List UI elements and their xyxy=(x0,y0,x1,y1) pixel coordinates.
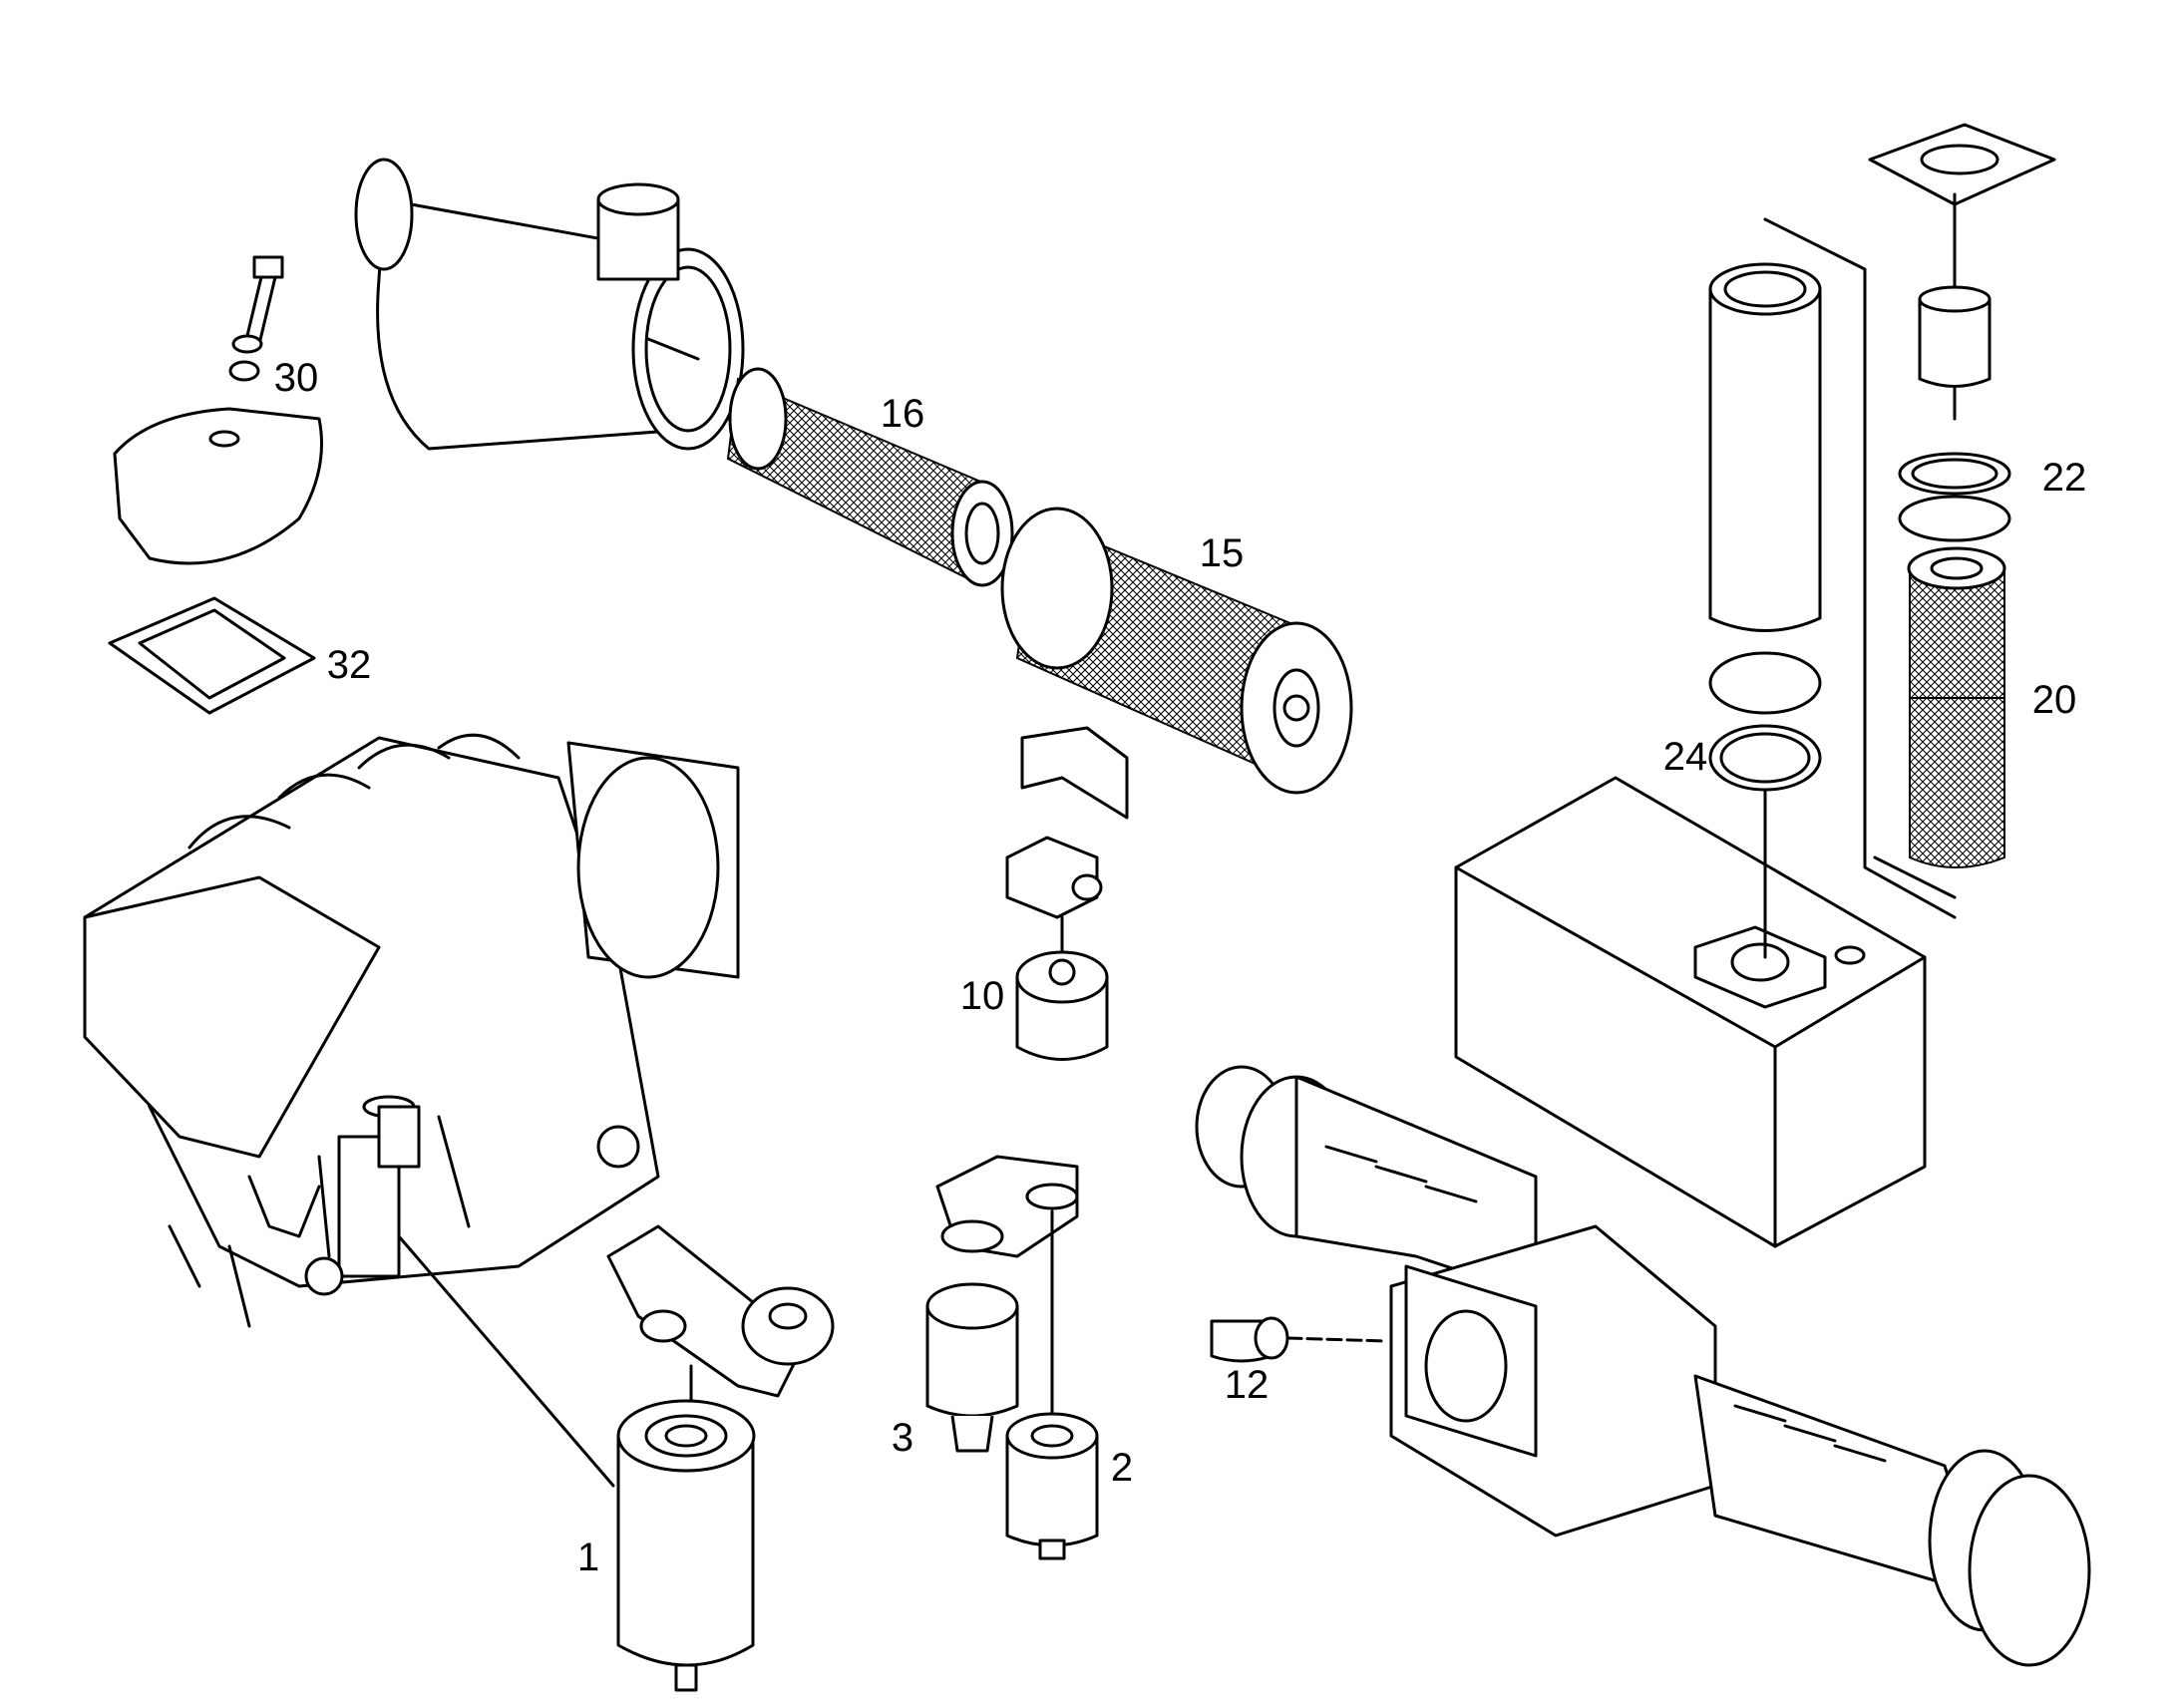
tank-strainer xyxy=(1708,217,1957,959)
air-filter-housing xyxy=(354,158,745,451)
callout-10: 10 xyxy=(960,974,1005,1018)
filter-bracket xyxy=(1005,726,1129,919)
callout-24: 24 xyxy=(1663,735,1708,779)
callout-15: 15 xyxy=(1200,531,1245,575)
callout-16: 16 xyxy=(881,392,925,436)
hydraulic-tank xyxy=(1454,776,1927,1248)
transmission-filter-12 xyxy=(1210,1316,1388,1363)
fuel-filter-1 xyxy=(606,1224,835,1692)
fuel-filter-3 xyxy=(925,1282,1019,1453)
fuel-filter-head xyxy=(935,1155,1079,1258)
callout-2: 2 xyxy=(1111,1446,1133,1490)
callout-3: 3 xyxy=(892,1416,913,1460)
engine-assembly xyxy=(83,733,740,1328)
callout-32: 32 xyxy=(327,643,372,687)
cover-gasket xyxy=(108,596,316,715)
callout-1: 1 xyxy=(577,1536,599,1579)
oil-filter-10 xyxy=(1015,915,1109,1061)
inner-air-filter-element xyxy=(726,367,1014,587)
axle-transmission-assembly xyxy=(1195,1065,2091,1667)
callout-30: 30 xyxy=(274,356,319,400)
callout-22: 22 xyxy=(2042,456,2087,500)
fuel-filter-2 xyxy=(1005,1209,1099,1560)
cover-bolt-assembly xyxy=(113,255,323,565)
callout-12: 12 xyxy=(1225,1363,1270,1407)
return-filter-element-20 xyxy=(1873,546,2006,899)
outer-air-filter-element xyxy=(1000,507,1353,795)
callout-20: 20 xyxy=(2032,678,2077,722)
leader-line-1 xyxy=(397,1234,615,1488)
return-filter-cover xyxy=(1868,123,2056,542)
